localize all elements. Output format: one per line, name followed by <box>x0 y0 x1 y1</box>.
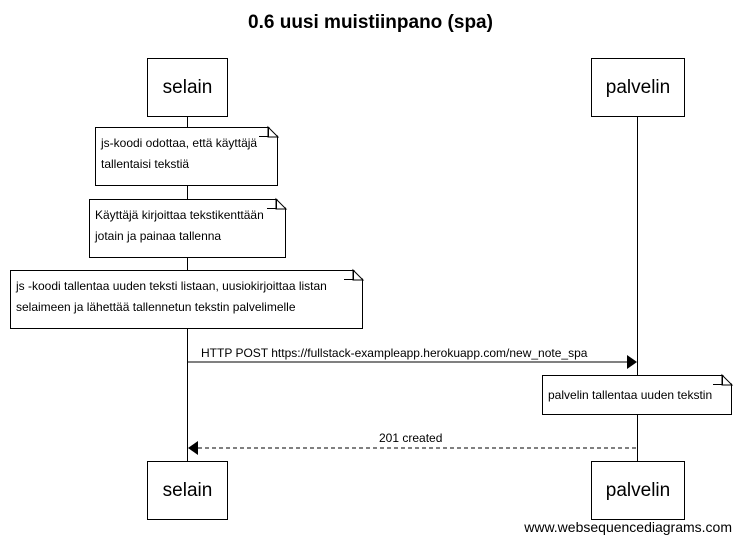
browser-participant-top: selain <box>147 58 228 117</box>
note-line: js-koodi odottaa, että käyttäjä <box>101 136 258 150</box>
response-arrowhead-icon <box>188 441 198 455</box>
response-message-label: 201 created <box>379 431 443 445</box>
server-participant-bottom: palvelin <box>591 461 685 520</box>
note-user-types: Käyttäjä kirjoittaa tekstikenttään jotai… <box>89 197 288 258</box>
note-server-saves: palvelin tallentaa uuden tekstin <box>542 373 734 415</box>
note-line: js -koodi tallentaa uuden teksti listaan… <box>16 279 327 293</box>
note-line: selaimeen ja lähettää tallennetun teksti… <box>16 300 296 314</box>
browser-participant-bottom: selain <box>147 461 228 520</box>
server-label: palvelin <box>605 76 671 98</box>
note-js-waiting: js-koodi odottaa, että käyttäjä tallenta… <box>95 125 280 186</box>
browser-label: selain <box>162 479 213 501</box>
note-line: jotain ja painaa tallenna <box>95 229 222 243</box>
note-line: palvelin tallentaa uuden tekstin <box>548 388 713 402</box>
footer-credit: www.websequencediagrams.com <box>524 519 732 535</box>
post-arrowhead-icon <box>627 355 637 369</box>
note-js-saves: js -koodi tallentaa uuden teksti listaan… <box>10 268 365 329</box>
browser-label: selain <box>162 76 213 98</box>
server-label: palvelin <box>605 479 671 501</box>
note-line: tallentaisi tekstiä <box>101 157 190 171</box>
post-message-label: HTTP POST https://fullstack-exampleapp.h… <box>201 346 588 360</box>
note-line: Käyttäjä kirjoittaa tekstikenttään <box>95 208 264 222</box>
server-participant-top: palvelin <box>591 58 685 117</box>
server-lifeline <box>637 117 638 461</box>
diagram-title: 0.6 uusi muistiinpano (spa) <box>248 12 493 33</box>
